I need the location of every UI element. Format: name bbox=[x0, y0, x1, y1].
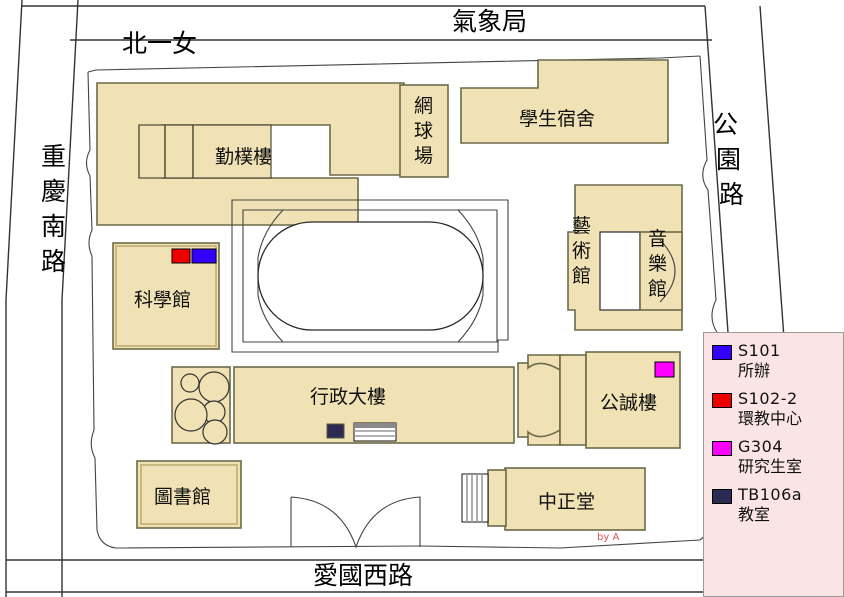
marker-g304-gongcheng bbox=[654, 361, 675, 378]
building-label-admin: 行政大樓 bbox=[310, 386, 386, 408]
legend-item-0: S101 所辦 bbox=[712, 341, 843, 381]
legend-desc-tb106a: 教室 bbox=[738, 505, 771, 524]
legend-panel: S101 所辦 S102-2 環教中心 G304 研究生室 TB106a 教室 bbox=[703, 332, 844, 597]
street-label-east2: 園 bbox=[716, 145, 741, 174]
street-label-west4: 路 bbox=[41, 247, 66, 276]
legend-item-1: S102-2 環教中心 bbox=[712, 389, 843, 429]
legend-swatch-g304 bbox=[712, 441, 732, 456]
marker-tb106a-admin bbox=[326, 423, 345, 439]
legend-swatch-tb106a bbox=[712, 489, 732, 504]
building-label-science: 科學館 bbox=[134, 289, 191, 311]
street-label-west2: 慶 bbox=[41, 177, 66, 206]
street-label-northeast: 氣象局 bbox=[452, 7, 527, 36]
street-label-north: 北一女 bbox=[122, 29, 197, 58]
building-label-dorm: 學生宿舍 bbox=[519, 108, 595, 130]
building-label-zhongzheng: 中正堂 bbox=[538, 491, 595, 513]
street-label-east: 公 bbox=[713, 110, 738, 139]
zhongzheng-stairs-icon bbox=[461, 473, 489, 523]
street-label-west: 重 bbox=[41, 142, 66, 171]
building-label-music: 音 bbox=[648, 228, 667, 250]
marker-s102-2-science bbox=[171, 248, 191, 264]
legend-code-g304: G304 bbox=[738, 437, 783, 456]
street-label-west3: 南 bbox=[41, 212, 66, 241]
legend-item-2: G304 研究生室 bbox=[712, 437, 843, 477]
building-label-art: 藝 bbox=[572, 215, 591, 237]
legend-desc-g304: 研究生室 bbox=[738, 457, 803, 476]
building-label-tennis2: 球 bbox=[414, 120, 433, 142]
legend-swatch-s102-2 bbox=[712, 393, 732, 408]
legend-code-tb106a: TB106a bbox=[738, 485, 803, 504]
building-label-music2: 樂 bbox=[648, 253, 667, 275]
marker-s101-science bbox=[191, 248, 217, 264]
building-label-music3: 館 bbox=[648, 278, 667, 300]
building-label-library: 圖書館 bbox=[154, 486, 211, 508]
street-label-south: 愛國西路 bbox=[313, 561, 413, 590]
building-label-qinpu: 勤樸樓 bbox=[215, 146, 272, 168]
legend-swatch-s101 bbox=[712, 345, 732, 360]
building-label-art3: 館 bbox=[572, 265, 591, 287]
legend-code-s102-2: S102-2 bbox=[738, 389, 798, 408]
legend-desc-s101: 所辦 bbox=[738, 361, 771, 380]
admin-stairs-icon bbox=[353, 422, 397, 442]
building-label-tennis3: 場 bbox=[414, 145, 433, 167]
author-signature: by A bbox=[597, 532, 619, 543]
legend-item-3: TB106a 教室 bbox=[712, 485, 843, 525]
building-label-gongcheng: 公誠樓 bbox=[600, 392, 657, 414]
building-label-art2: 術 bbox=[572, 240, 591, 262]
legend-code-s101: S101 bbox=[738, 341, 781, 360]
street-label-east3: 路 bbox=[719, 180, 744, 209]
legend-desc-s102-2: 環教中心 bbox=[738, 409, 803, 428]
building-label-tennis: 網 bbox=[414, 95, 433, 117]
